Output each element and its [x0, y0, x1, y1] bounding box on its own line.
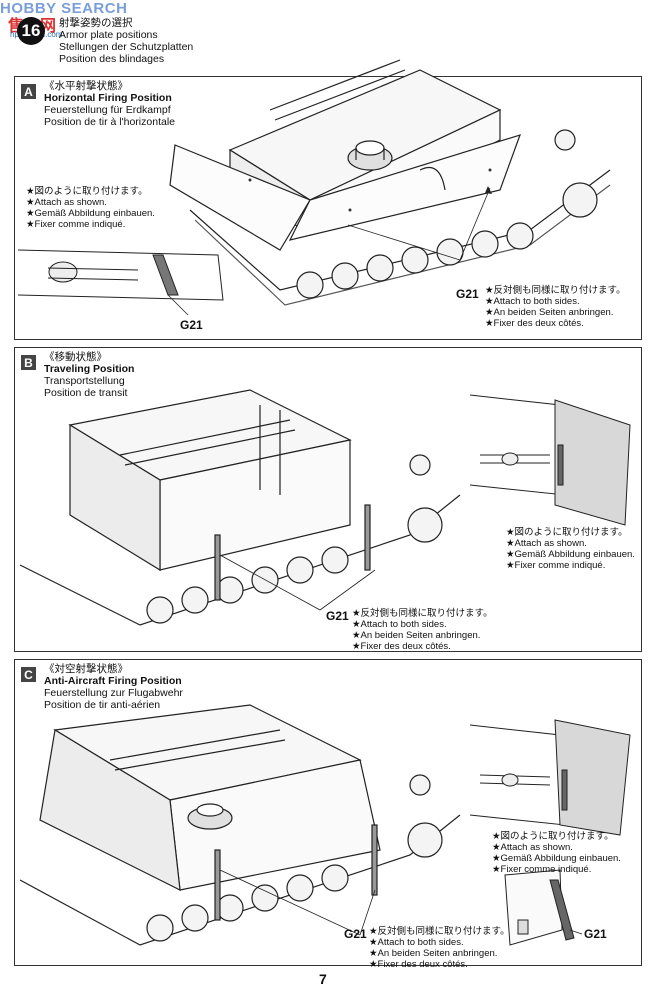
panel-c-name-en: Anti-Aircraft Firing Position: [44, 675, 182, 687]
step-title-jp: 射撃姿勢の選択: [59, 17, 133, 29]
panel-a-title: 《水平射撃状態》 Horizontal Firing Position Feue…: [44, 80, 175, 128]
panel-a-tank-illustration: [169, 59, 611, 306]
step-title-de: Stellungen der Schutzplatten: [59, 41, 194, 53]
panel-b-note-shown-en: ★Attach as shown.: [506, 538, 587, 549]
panel-b-note-both-jp: ★反対側も同様に取り付けます。: [352, 608, 493, 619]
panel-a-note-shown: ★図のように取り付けます。 ★Attach as shown. ★Gemäß A…: [26, 186, 155, 230]
panel-c-part-label-main: G21: [344, 927, 367, 941]
panel-a-note-shown-en: ★Attach as shown.: [26, 197, 107, 208]
panel-b-name-de: Transportstellung: [44, 375, 125, 387]
panel-b-note-shown: ★図のように取り付けます。 ★Attach as shown. ★Gemäß A…: [506, 527, 635, 571]
panel-a-note-both-jp: ★反対側も同様に取り付けます。: [485, 285, 626, 296]
panel-a-note-both-fr: ★Fixer des deux côtés.: [485, 318, 584, 329]
step-title-fr: Position des blindages: [59, 53, 165, 65]
panel-b-note-shown-de: ★Gemäß Abbildung einbauen.: [506, 549, 635, 560]
panel-b-note-both-fr: ★Fixer des deux côtés.: [352, 641, 451, 652]
panel-a-name-jp: 《水平射撃状態》: [44, 80, 128, 92]
panel-c-note-shown: ★図のように取り付けます。 ★Attach as shown. ★Gemäß A…: [492, 831, 621, 875]
panel-a-detail-inset: [17, 249, 224, 316]
panel-a-note-both-de: ★An beiden Seiten anbringen.: [485, 307, 614, 318]
panel-b-note-shown-jp: ★図のように取り付けます。: [506, 527, 628, 538]
panel-b-name-jp: 《移動状態》: [44, 351, 107, 363]
panel-c-letter: C: [21, 667, 36, 682]
panel-b-tank-illustration: [19, 389, 461, 626]
panel-c-note-both-en: ★Attach to both sides.: [369, 937, 464, 948]
panel-c-note-both: ★反対側も同様に取り付けます。 ★Attach to both sides. ★…: [369, 926, 510, 970]
panel-b-note-both-en: ★Attach to both sides.: [352, 619, 447, 630]
panel-b-name-en: Traveling Position: [44, 363, 135, 375]
panel-a-note-shown-fr: ★Fixer comme indiqué.: [26, 219, 126, 230]
panel-a-note-shown-jp: ★図のように取り付けます。: [26, 186, 148, 197]
panel-c-note-both-de: ★An beiden Seiten anbringen.: [369, 948, 498, 959]
panel-b-note-shown-fr: ★Fixer comme indiqué.: [506, 560, 606, 571]
panel-c-tank-illustration: [19, 704, 461, 946]
panel-c-name-de: Feuerstellung zur Flugabwehr: [44, 687, 183, 699]
panel-a-part-label-main: G21: [456, 287, 479, 301]
panel-c-note-both-jp: ★反対側も同様に取り付けます。: [369, 926, 510, 937]
watermark-text: HOBBY SEARCH: [0, 0, 128, 17]
panel-b-name-fr: Position de transit: [44, 387, 128, 399]
panel-c-name-jp: 《対空射撃状態》: [44, 663, 128, 675]
panel-c-note-both-fr: ★Fixer des deux côtés.: [369, 959, 468, 970]
panel-c-note-shown-jp: ★図のように取り付けます。: [492, 831, 614, 842]
panel-b-note-both: ★反対側も同様に取り付けます。 ★Attach to both sides. ★…: [352, 608, 493, 652]
panel-a-letter: A: [21, 84, 36, 99]
page-number: 7: [319, 971, 327, 987]
step-number-badge: 16: [17, 17, 45, 45]
panel-b-title: 《移動状態》 Traveling Position Transportstell…: [44, 351, 134, 399]
panel-a-name-en: Horizontal Firing Position: [44, 92, 172, 104]
panel-a-note-both: ★反対側も同様に取り付けます。 ★Attach to both sides. ★…: [485, 285, 626, 329]
step-title-en: Armor plate positions: [59, 29, 158, 41]
panel-b-note-both-de: ★An beiden Seiten anbringen.: [352, 630, 481, 641]
panel-c-note-shown-en: ★Attach as shown.: [492, 842, 573, 853]
panel-c-name-fr: Position de tir anti-aérien: [44, 699, 161, 711]
panel-a-note-shown-de: ★Gemäß Abbildung einbauen.: [26, 208, 155, 219]
panel-c-detail-inset: [469, 719, 631, 836]
step-title: 射撃姿勢の選択 Armor plate positions Stellungen…: [59, 17, 193, 65]
panel-c-g21-closeup: [504, 869, 583, 946]
panel-c-note-shown-fr: ★Fixer comme indiqué.: [492, 864, 592, 875]
panel-c-note-shown-de: ★Gemäß Abbildung einbauen.: [492, 853, 621, 864]
panel-b-detail-inset: [469, 394, 631, 526]
panel-b-part-label-main: G21: [326, 609, 349, 623]
panel-c-part-label-detail: G21: [584, 927, 607, 941]
panel-a-part-label-detail: G21: [180, 318, 203, 332]
panel-c-title: 《対空射撃状態》 Anti-Aircraft Firing Position F…: [44, 663, 183, 711]
panel-b-letter: B: [21, 355, 36, 370]
panel-a-name-de: Feuerstellung für Erdkampf: [44, 104, 171, 116]
panel-a-note-both-en: ★Attach to both sides.: [485, 296, 580, 307]
panel-a-name-fr: Position de tir à l'horizontale: [44, 116, 175, 128]
